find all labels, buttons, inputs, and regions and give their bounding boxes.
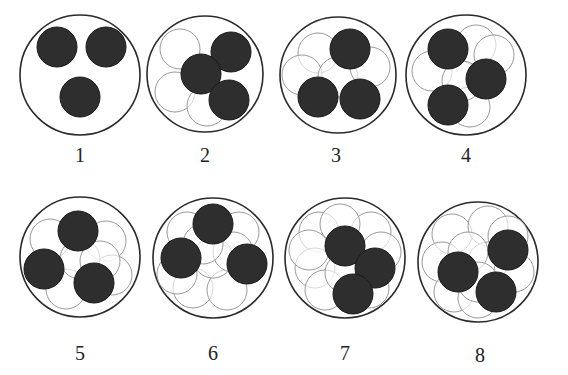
dark-particle [227, 244, 267, 284]
figure-number: 5 [75, 343, 85, 363]
packing-figure [153, 198, 273, 318]
dark-particle [24, 249, 64, 289]
figure-number: 2 [200, 145, 210, 165]
figure-number: 3 [331, 145, 341, 165]
figure-number: 1 [75, 145, 85, 165]
packing-figure [418, 202, 538, 322]
dark-particle [74, 263, 114, 303]
container-circle [147, 16, 263, 132]
figure-number: 7 [340, 343, 350, 363]
dark-particle [58, 211, 98, 251]
container-circle [406, 15, 526, 135]
dark-particle [60, 77, 100, 117]
dark-particle [476, 272, 516, 312]
dark-particle [193, 204, 233, 244]
container-circle [280, 17, 396, 133]
figure-number: 6 [208, 343, 218, 363]
dark-particle [298, 77, 338, 117]
packing-figure [20, 197, 140, 317]
container-circle [20, 197, 140, 317]
dark-particle [330, 29, 370, 69]
packing-figure [406, 15, 526, 135]
dark-particle [488, 230, 528, 270]
packing-figure [20, 15, 140, 135]
dark-particle [209, 80, 249, 120]
dark-particle [86, 27, 126, 67]
dark-particle [340, 79, 380, 119]
packing-figure [147, 16, 263, 132]
dark-particle [466, 59, 506, 99]
container-circle [153, 198, 273, 318]
figure-number: 4 [461, 145, 471, 165]
figure-number: 8 [475, 345, 485, 365]
dark-particle [428, 85, 468, 125]
dark-particle [333, 274, 373, 314]
dark-particle [428, 29, 468, 69]
dark-particle [161, 238, 201, 278]
container-circle [418, 202, 538, 322]
packing-figure [280, 17, 396, 133]
packing-figure [285, 198, 405, 318]
container-circle [285, 198, 405, 318]
container-circle [20, 15, 140, 135]
dark-particle [438, 252, 478, 292]
dark-particle [37, 27, 77, 67]
light-particle [289, 230, 329, 270]
